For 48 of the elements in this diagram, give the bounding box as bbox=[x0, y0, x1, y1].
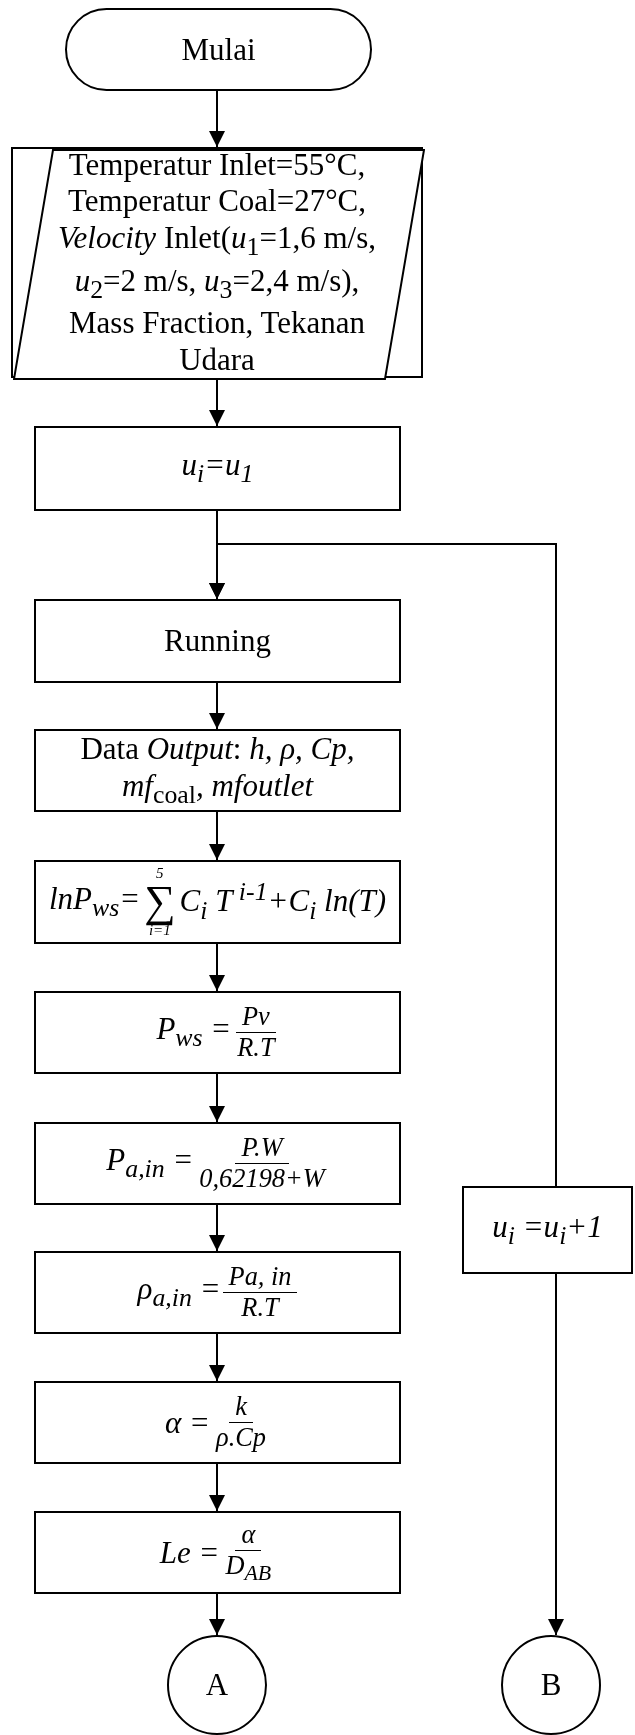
formula-text: α = bbox=[165, 1403, 210, 1442]
fraction-denominator: 0,62198+W bbox=[198, 1164, 328, 1195]
process-box bbox=[34, 860, 401, 944]
node-text: Data Output: h, ρ, Cp, mf$_{coal}$, mfoutlet bbox=[79, 729, 356, 812]
sum-limit: 5 bbox=[156, 866, 164, 882]
fraction-denominator: R.T bbox=[240, 1293, 281, 1324]
fraction-numerator: k bbox=[229, 1391, 253, 1423]
process-box bbox=[34, 426, 401, 511]
node-text: Temperatur Inlet=55°C, Temperatur Coal=27°C, Velocity Inlet(u$_{1}$=1,6 m/s, u$_{2}$=2 m/s, u$_{3}$=2,4 m/s), Mass Fraction, Tekanan Udara bbox=[57, 146, 377, 379]
node-text: Running bbox=[164, 622, 271, 660]
arrow bbox=[209, 1204, 225, 1252]
arrow bbox=[209, 90, 225, 148]
formula-text: C$_{i}$ T $^{i-1}$+C$_{i}$ ln(T) bbox=[179, 877, 387, 927]
formula-text: P$_{a,in}$ = bbox=[106, 1141, 194, 1186]
formula-text: u$_{i}$=u$_{1}$ bbox=[181, 446, 254, 491]
arrow bbox=[209, 1073, 225, 1123]
fraction-denominator: D$_{AB}$ bbox=[224, 1550, 273, 1586]
process-box bbox=[462, 1186, 633, 1274]
formula-text: ρ$_{a,in}$ = bbox=[137, 1270, 221, 1315]
process-box bbox=[34, 1511, 401, 1594]
formula-text: lnP$_{ws}$= bbox=[48, 879, 141, 925]
arrow bbox=[209, 543, 557, 1187]
input-parallelogram bbox=[11, 147, 423, 378]
fraction-denominator: R.T bbox=[236, 1033, 277, 1064]
process-box bbox=[34, 599, 401, 683]
node-text: B bbox=[540, 1666, 562, 1704]
node-text: A bbox=[205, 1666, 229, 1704]
fraction-numerator: Pv bbox=[236, 1001, 276, 1033]
fraction-denominator: ρ.Cp bbox=[214, 1423, 267, 1454]
fraction-numerator: Pa, in bbox=[222, 1261, 298, 1293]
arrow bbox=[209, 682, 225, 730]
arrow bbox=[209, 1463, 225, 1512]
process-box bbox=[34, 729, 401, 812]
process-box bbox=[34, 1381, 401, 1464]
arrow bbox=[209, 943, 225, 992]
process-box bbox=[34, 1122, 401, 1205]
fraction-numerator: P.W bbox=[235, 1132, 289, 1164]
process-box bbox=[34, 991, 401, 1074]
node-text: Mulai bbox=[181, 30, 256, 69]
arrow bbox=[209, 811, 225, 861]
arrow bbox=[209, 1593, 225, 1636]
process-box bbox=[34, 1251, 401, 1334]
formula-text: P$_{ws}$ = bbox=[156, 1010, 232, 1055]
formula-text: Le = bbox=[159, 1533, 220, 1572]
formula-text: u$_{i}$ =u$_{i}$+1 bbox=[492, 1207, 603, 1253]
arrow bbox=[209, 1333, 225, 1382]
arrow bbox=[548, 1273, 564, 1636]
fraction-numerator: α bbox=[235, 1519, 262, 1551]
